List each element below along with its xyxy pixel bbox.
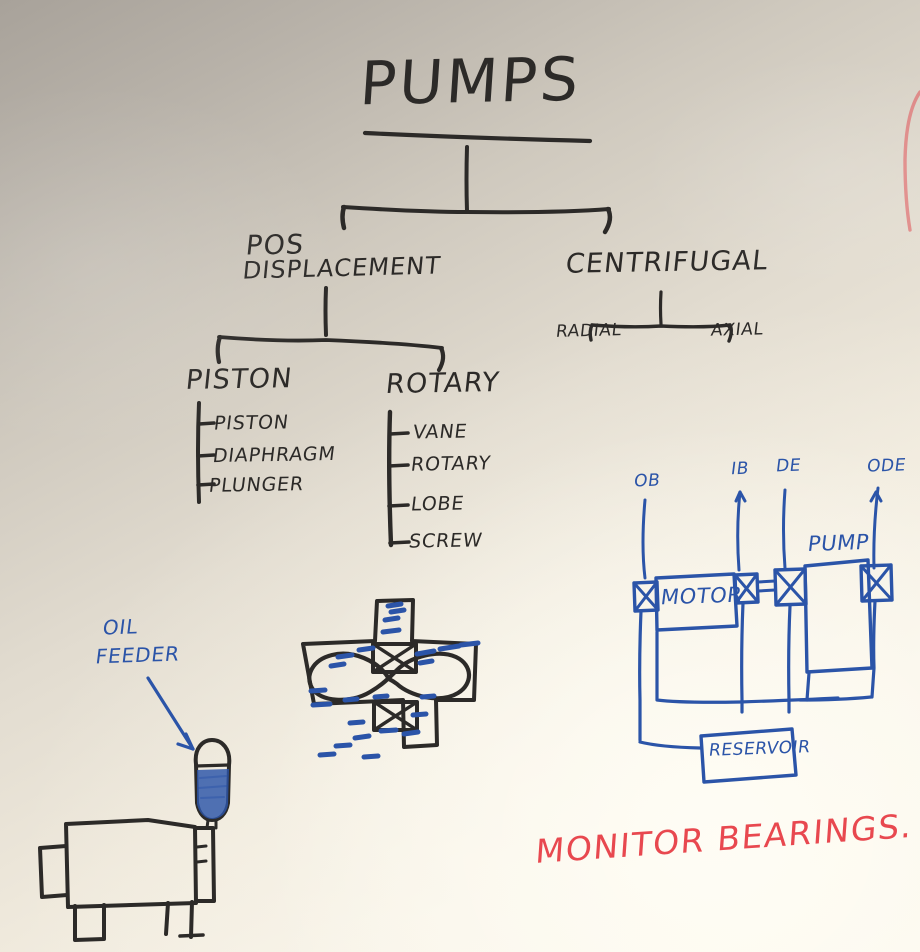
red-edge-mark bbox=[903, 90, 920, 232]
tree-stem-root bbox=[464, 145, 469, 213]
pump-box bbox=[803, 558, 874, 674]
centrifugal-bar bbox=[590, 323, 732, 329]
title-underline bbox=[362, 130, 593, 144]
motor-box bbox=[654, 572, 739, 632]
pump-label: PUMP bbox=[806, 529, 871, 557]
rotary-item-rotary: ROTARY bbox=[409, 452, 493, 476]
oil-feeder-fluid bbox=[197, 769, 229, 819]
leader-ob bbox=[641, 498, 647, 580]
machine-right-column bbox=[194, 826, 216, 903]
page-title: PUMPS bbox=[357, 44, 584, 120]
rotary-item-tick-1 bbox=[388, 431, 410, 436]
machine-right-rib-1 bbox=[195, 844, 208, 849]
lobe-pump-bearing-top-cross bbox=[371, 642, 418, 674]
centrifugal-tick-right bbox=[727, 323, 733, 343]
machine-leg-right-foot bbox=[178, 933, 205, 938]
machine-leg-left bbox=[73, 903, 106, 942]
posdisp-stem bbox=[323, 286, 328, 337]
pipe-ode-down bbox=[870, 599, 877, 699]
oil-feeder-label-line1: OIL bbox=[101, 614, 140, 640]
node-centrifugal: CENTRIFUGAL bbox=[564, 245, 771, 280]
rotary-item-vane: VANE bbox=[411, 420, 469, 444]
oil-feeder-bottle-line bbox=[194, 763, 231, 768]
coupling bbox=[756, 579, 777, 593]
rotary-item-lobe: LOBE bbox=[409, 492, 466, 516]
centrifugal-tick-left bbox=[588, 323, 594, 342]
lobe-pump-fluid-dashes bbox=[308, 601, 481, 760]
lobe-pump-bearing-bottom-cross bbox=[372, 700, 419, 732]
pipe-ib-down bbox=[740, 601, 745, 714]
pipe-motor-bottom bbox=[655, 630, 840, 704]
rotary-item-screw: SCREW bbox=[407, 529, 484, 553]
node-rotary: ROTARY bbox=[384, 367, 502, 400]
node-radial: RADIAL bbox=[554, 320, 623, 342]
machine-right-rib-2 bbox=[195, 859, 208, 864]
leader-ib-arrow bbox=[734, 490, 747, 503]
posdisp-bar bbox=[217, 335, 444, 350]
motor-label: MOTOR bbox=[659, 582, 744, 610]
node-axial: AXIAL bbox=[709, 319, 765, 341]
leader-ode bbox=[872, 486, 880, 570]
reservoir-box bbox=[699, 727, 798, 784]
node-piston: PISTON bbox=[184, 363, 295, 396]
piston-list-spine bbox=[196, 401, 201, 504]
bearing-box-ib-cross bbox=[733, 572, 760, 605]
rotary-list-spine bbox=[387, 409, 394, 548]
machine-leg-right bbox=[164, 900, 194, 939]
pipe-pump-leg-left bbox=[805, 671, 811, 702]
bearing-label-de: DE bbox=[774, 455, 803, 477]
piston-item-diaphragm: DIAPHRAGM bbox=[211, 442, 337, 468]
rotary-item-tick-4 bbox=[388, 540, 411, 545]
oil-feeder-neck bbox=[205, 818, 218, 830]
node-pos-displacement-line2: DISPLACEMENT bbox=[241, 251, 443, 285]
piston-item-tick-3 bbox=[196, 482, 216, 487]
leader-ib bbox=[736, 490, 742, 572]
tree-bar-level1 bbox=[341, 205, 611, 215]
rotary-item-tick-3 bbox=[387, 503, 410, 508]
bearing-box-de-cross bbox=[773, 567, 808, 607]
bearing-box-ob-cross bbox=[632, 580, 660, 613]
bearing-label-ib: IB bbox=[729, 458, 751, 480]
tree-tick-left bbox=[340, 204, 347, 231]
oil-feeder-leader-line bbox=[146, 676, 195, 751]
pipe-de-down bbox=[787, 604, 792, 714]
piston-item-tick-1 bbox=[197, 421, 216, 426]
rotary-item-tick-2 bbox=[387, 463, 410, 468]
centrifugal-stem bbox=[658, 290, 663, 326]
piston-item-plunger: PLUNGER bbox=[207, 473, 306, 497]
reservoir-label: RESERVOIR bbox=[707, 737, 812, 761]
machine-left-flange bbox=[38, 844, 69, 899]
leader-de bbox=[782, 488, 787, 570]
bearing-label-ob: OB bbox=[632, 470, 662, 492]
posdisp-tick-left bbox=[215, 334, 223, 365]
oil-feeder-label-line2: FEEDER bbox=[94, 641, 182, 669]
bearing-box-ode-cross bbox=[859, 563, 894, 603]
oil-feeder-arrowhead bbox=[176, 732, 195, 751]
posdisp-tick-right bbox=[436, 345, 446, 373]
pipe-ob-bottom bbox=[638, 740, 702, 750]
piston-item-tick-2 bbox=[196, 453, 216, 458]
leader-ode-arrow bbox=[869, 490, 883, 503]
tree-tick-right bbox=[602, 206, 613, 235]
bearing-label-ode: ODE bbox=[865, 455, 908, 477]
pipe-ob-down bbox=[638, 609, 643, 742]
piston-item-piston: PISTON bbox=[212, 411, 291, 435]
